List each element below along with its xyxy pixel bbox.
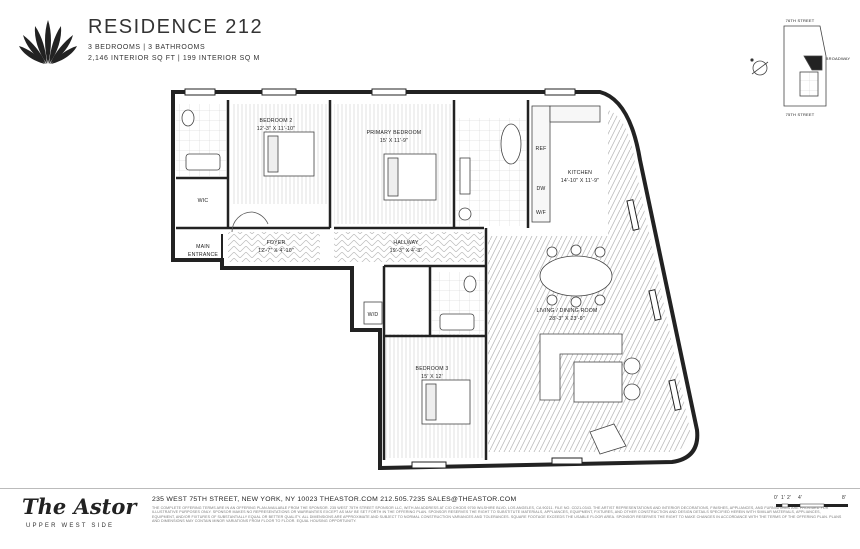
primary-bedroom-name: PRIMARY BEDROOM <box>367 130 422 136</box>
bedroom3-size: 15' X 12' <box>421 374 443 380</box>
bedroom2-size: 12'-3" X 11'-10" <box>257 126 295 132</box>
hallway-name: HALLWAY <box>393 240 419 246</box>
living-dining-size: 28'-3" X 23'-9" <box>549 316 585 322</box>
keyplan-broadway: BROADWAY <box>826 56 851 61</box>
windows <box>184 88 682 469</box>
living-dining-name: LIVING / DINING ROOM <box>536 308 597 314</box>
keyplan-75th-street: 75TH STREET <box>786 112 815 117</box>
key-plan <box>750 25 827 107</box>
dishwasher-label: DW <box>536 186 545 192</box>
scale-label-0: 0' <box>774 495 778 501</box>
primary-bedroom-size: 15' X 11'-9" <box>380 138 408 144</box>
beds <box>263 131 471 425</box>
fridge-label: REF <box>536 146 547 152</box>
doors <box>221 211 269 262</box>
bath-fixtures <box>181 109 522 331</box>
legal-disclaimer: THE COMPLETE OFFERING TERMS ARE IN AN OF… <box>152 506 842 524</box>
main-entrance-label-1: MAIN <box>196 244 210 250</box>
furniture <box>539 244 641 455</box>
bedroom3-name: BEDROOM 3 <box>416 366 449 372</box>
scale-label-8: 8' <box>842 495 846 501</box>
floor-plan: BEDROOM 2 12'-3" X 11'-10" PRIMARY BEDRO… <box>171 18 851 471</box>
hallway-floor <box>334 232 484 262</box>
scale-label-4: 4' <box>798 495 802 501</box>
wine-fridge-label: W/F <box>536 210 546 216</box>
kitchen-counters <box>531 105 601 223</box>
area-summary: 2,146 INTERIOR SQ FT | 199 INTERIOR SQ M <box>88 55 260 62</box>
brand-subtitle: UPPER WEST SIDE <box>26 523 115 529</box>
scale-label-1: 1' <box>781 495 785 501</box>
rooms-summary: 3 BEDROOMS | 3 BATHROOMS <box>88 44 206 51</box>
lotus-logo <box>19 20 77 64</box>
scale-label-2: 2' <box>787 495 791 501</box>
residence-title: RESIDENCE 212 <box>88 16 264 38</box>
foyer-name: FOYER <box>267 240 286 246</box>
main-entrance-label-2: ENTRANCE <box>188 252 218 258</box>
footer-rule <box>0 488 860 489</box>
hallway-size: 19'-3" X 4'-3" <box>390 248 423 254</box>
bedroom2-name: BEDROOM 2 <box>260 118 293 124</box>
outer-walls <box>171 90 700 471</box>
foyer-floor <box>228 232 320 262</box>
kitchen-size: 14'-10" X 11'-9" <box>561 178 599 184</box>
interior-walls <box>176 100 530 460</box>
scale-bar <box>776 503 848 508</box>
wic-label: WIC <box>198 198 209 204</box>
washer-dryer-label: W/D <box>368 312 379 318</box>
brand-logo: The Astor <box>22 494 137 519</box>
keyplan-76th-street: 76TH STREET <box>786 18 815 23</box>
kitchen-name: KITCHEN <box>568 170 592 176</box>
foyer-size: 12'-7" X 4'-10" <box>258 248 294 254</box>
contact-line: 235 WEST 75TH STREET, NEW YORK, NY 10023… <box>152 496 517 503</box>
